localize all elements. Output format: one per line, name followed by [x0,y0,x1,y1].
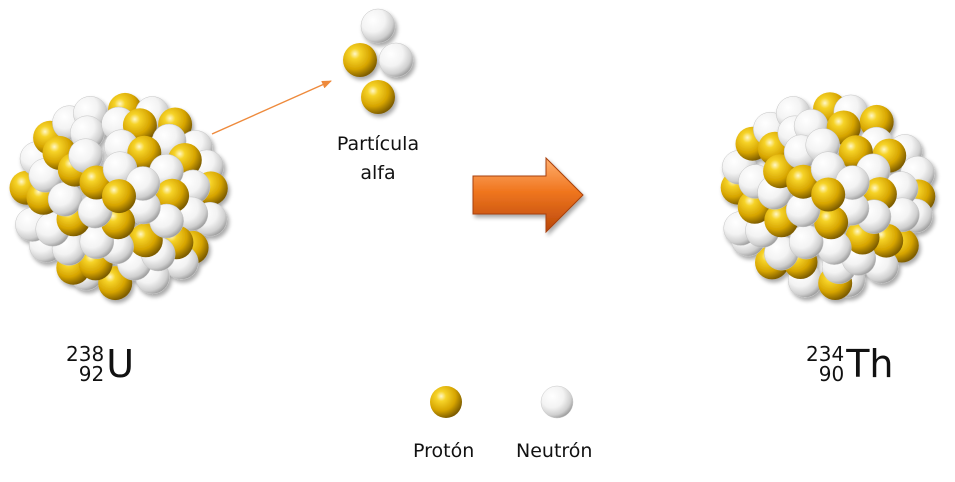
alpha-label-line1: Partícula [336,133,420,155]
thorium-symbol: Th [846,342,894,386]
uranium-neutron [47,181,83,217]
emission-arrow [211,80,332,135]
uranium-nuclide-notation: 238 92 U [66,344,134,384]
uranium-atomic-number: 92 [78,362,105,386]
alpha-particle [343,8,414,114]
legend-neutron-icon [540,385,574,419]
thorium-proton [811,177,846,212]
legend-proton-icon [430,386,462,418]
uranium-proton [102,179,136,214]
alpha-proton [343,43,377,77]
thorium-nucleus [720,92,936,300]
thorium-atomic-number: 90 [818,362,845,386]
legend-neutron-label: Neutrón [516,440,593,462]
alpha-neutron [378,42,414,78]
alpha-proton [361,80,395,114]
alpha-label-line2: alfa [360,162,396,184]
alpha-neutron [360,8,396,44]
uranium-symbol: U [106,342,135,386]
legend-proton-label: Protón [413,440,475,462]
uranium-nucleus [9,92,228,301]
thorium-nuclide-notation: 234 90 Th [806,344,893,384]
decay-arrow [472,156,584,234]
thorium-proton [814,205,849,240]
uranium-mass-number: 238 [66,342,105,366]
alpha-particle-label: Partícula alfa [318,130,438,188]
thorium-mass-number: 234 [806,342,845,366]
